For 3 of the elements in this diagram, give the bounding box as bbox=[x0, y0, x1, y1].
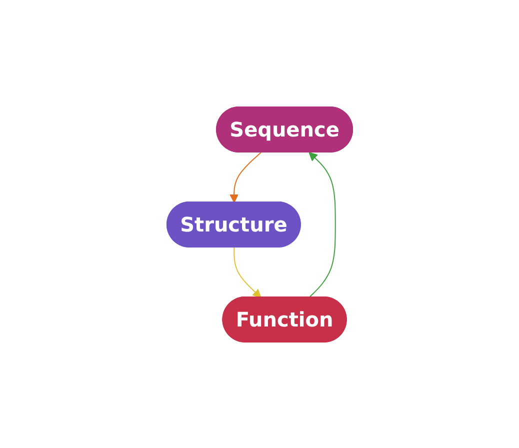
arrow bbox=[308, 152, 336, 298]
arrow bbox=[229, 152, 262, 202]
arrow bbox=[233, 246, 262, 298]
